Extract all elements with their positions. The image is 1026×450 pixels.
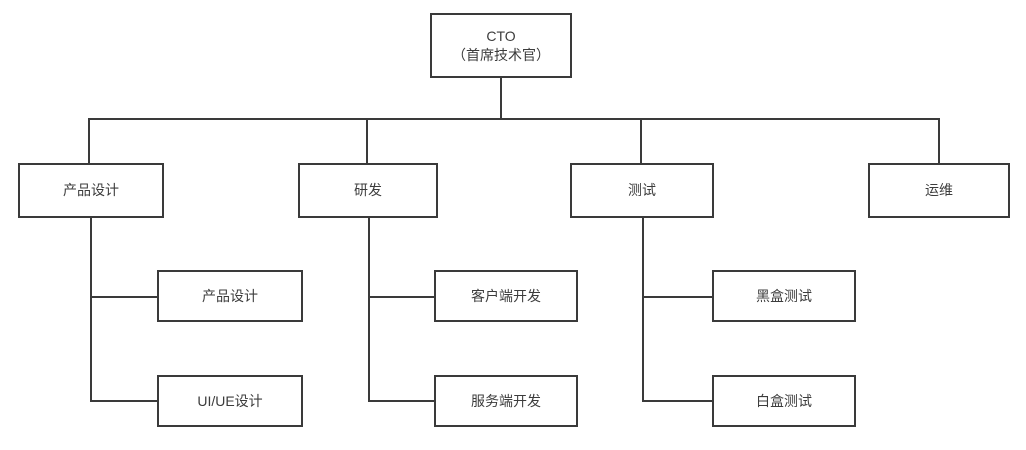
node-operations[interactable]: 运维 (868, 163, 1010, 218)
connector-level1-bus (88, 118, 940, 120)
connector-drop-product (88, 118, 90, 163)
node-ui-ue-design[interactable]: UI/UE设计 (157, 375, 303, 427)
connector-stub-testing-2 (642, 400, 714, 402)
connector-spine-product (90, 218, 92, 402)
node-testing[interactable]: 测试 (570, 163, 714, 218)
node-label-ui-ue-design: UI/UE设计 (197, 392, 263, 409)
connector-stub-rnd-1 (368, 296, 436, 298)
node-label-product-design: 产品设计 (63, 182, 119, 199)
node-label-operations: 运维 (925, 182, 953, 199)
node-product-design-child[interactable]: 产品设计 (157, 270, 303, 322)
connector-drop-rnd (366, 118, 368, 163)
node-label-testing: 测试 (628, 182, 656, 199)
node-black-box-testing[interactable]: 黑盒测试 (712, 270, 856, 322)
connector-stub-testing-1 (642, 296, 714, 298)
connector-stub-product-1 (90, 296, 159, 298)
node-label-cto: CTO （首席技术官） (452, 27, 550, 63)
node-server-development[interactable]: 服务端开发 (434, 375, 578, 427)
node-label-server-development: 服务端开发 (471, 392, 541, 409)
connector-drop-operations (938, 118, 940, 163)
node-white-box-testing[interactable]: 白盒测试 (712, 375, 856, 427)
node-label-black-box-testing: 黑盒测试 (756, 287, 812, 304)
connector-spine-rnd (368, 218, 370, 402)
node-label-rnd: 研发 (354, 182, 382, 199)
connector-cto-stem (500, 78, 502, 120)
node-rnd[interactable]: 研发 (298, 163, 438, 218)
node-cto[interactable]: CTO （首席技术官） (430, 13, 572, 78)
node-product-design[interactable]: 产品设计 (18, 163, 164, 218)
node-label-client-development: 客户端开发 (471, 287, 541, 304)
connector-stub-product-2 (90, 400, 159, 402)
connector-drop-testing (640, 118, 642, 163)
node-client-development[interactable]: 客户端开发 (434, 270, 578, 322)
node-label-product-design-child: 产品设计 (202, 287, 258, 304)
connector-stub-rnd-2 (368, 400, 436, 402)
node-label-white-box-testing: 白盒测试 (756, 392, 812, 409)
connector-spine-testing (642, 218, 644, 402)
